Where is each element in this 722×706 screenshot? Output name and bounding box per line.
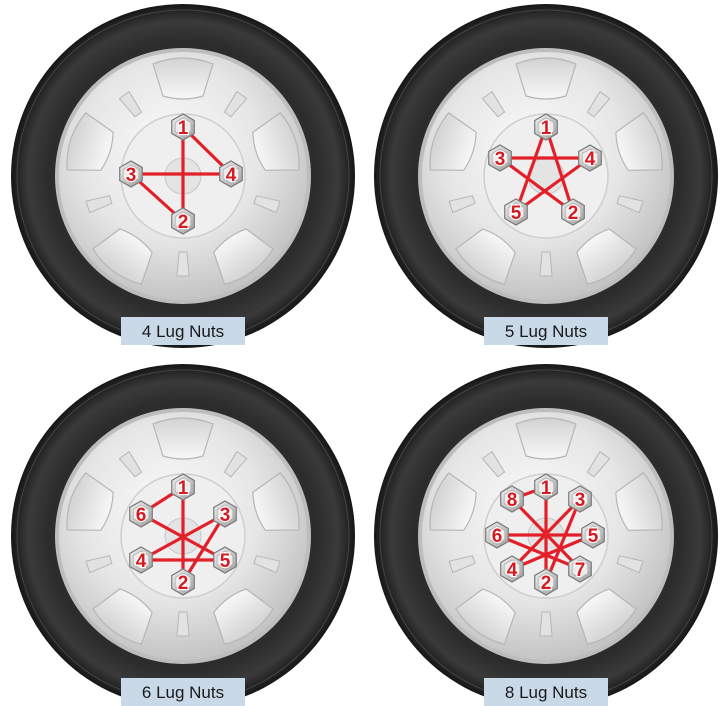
lug-nut-number: 3 <box>126 165 137 186</box>
lug-nut-number: 2 <box>541 573 552 594</box>
lug-nut: 2 <box>562 199 585 225</box>
lug-nut-number: 3 <box>575 490 586 511</box>
lug-nut-number: 1 <box>541 478 552 499</box>
lug-nut-number: 4 <box>226 165 237 186</box>
lug-nut: 5 <box>214 547 237 573</box>
lug-nut: 3 <box>120 161 143 187</box>
lug-nut: 2 <box>172 569 195 595</box>
wheel-8-lug: 1 357 2 468 8 Lug Nuts <box>374 364 718 706</box>
spoke-window <box>516 58 576 99</box>
spoke-slot <box>177 612 189 636</box>
lug-nut: 4 <box>130 547 153 573</box>
caption-label: 6 Lug Nuts <box>142 683 224 702</box>
lug-nut-number: 6 <box>492 526 503 547</box>
lug-nut: 4 <box>579 145 602 171</box>
lug-nut-number: 3 <box>495 149 506 170</box>
spoke-window <box>153 58 213 99</box>
wheel-6-lug: 1 3 5 2 4 6 6 Lug Nuts <box>11 364 355 706</box>
caption-box: 6 Lug Nuts <box>121 678 245 706</box>
lug-nut: 6 <box>130 501 153 527</box>
spoke-slot <box>177 252 189 276</box>
lug-nut: 2 <box>172 208 195 234</box>
lug-nut-number: 2 <box>178 212 189 233</box>
lug-nut: 7 <box>569 556 592 582</box>
spoke-slot <box>540 612 552 636</box>
lug-nut: 3 <box>214 501 237 527</box>
lug-nut-number: 4 <box>507 560 518 581</box>
lug-nut: 4 <box>501 556 524 582</box>
lug-nut-number: 4 <box>136 551 147 572</box>
caption-box: 4 Lug Nuts <box>121 317 245 345</box>
lug-nut-number: 2 <box>568 203 579 224</box>
lug-nut-number: 1 <box>178 478 189 499</box>
lug-nut-number: 1 <box>178 118 189 139</box>
lug-nut: 5 <box>582 522 605 548</box>
lug-nut-number: 8 <box>507 490 518 511</box>
caption-box: 8 Lug Nuts <box>484 678 608 706</box>
wheel-graphic <box>374 4 718 348</box>
lug-nut-number: 5 <box>511 203 522 224</box>
lug-nut-number: 5 <box>588 526 599 547</box>
lug-nut-number: 2 <box>178 573 189 594</box>
lug-nut-number: 7 <box>575 560 586 581</box>
lug-nut: 1 <box>172 474 195 500</box>
lug-nut: 1 <box>535 114 558 140</box>
caption-label: 5 Lug Nuts <box>505 322 587 341</box>
lug-nut: 5 <box>505 199 528 225</box>
lug-nut: 4 <box>220 161 243 187</box>
spoke-window <box>516 418 576 459</box>
caption-label: 4 Lug Nuts <box>142 322 224 341</box>
spoke-window <box>153 418 213 459</box>
lug-nut-number: 4 <box>585 149 596 170</box>
lug-nut-number: 5 <box>220 551 231 572</box>
lug-nut: 6 <box>486 522 509 548</box>
lug-nut-number: 6 <box>136 505 147 526</box>
lug-nut: 3 <box>569 486 592 512</box>
lug-nut-number: 1 <box>541 118 552 139</box>
wheel-5-lug: 1 4 2 5 3 5 Lug Nuts <box>374 4 718 348</box>
wheel-4-lug: 1 4 2 3 4 Lug Nuts <box>11 4 355 348</box>
spoke-slot <box>540 252 552 276</box>
lug-nut-number: 3 <box>220 505 231 526</box>
lug-nut: 1 <box>535 474 558 500</box>
lug-nut: 8 <box>501 486 524 512</box>
lug-nut: 2 <box>535 569 558 595</box>
caption-label: 8 Lug Nuts <box>505 683 587 702</box>
lug-nut: 1 <box>172 114 195 140</box>
lug-nut: 3 <box>489 145 512 171</box>
caption-box: 5 Lug Nuts <box>484 317 608 345</box>
